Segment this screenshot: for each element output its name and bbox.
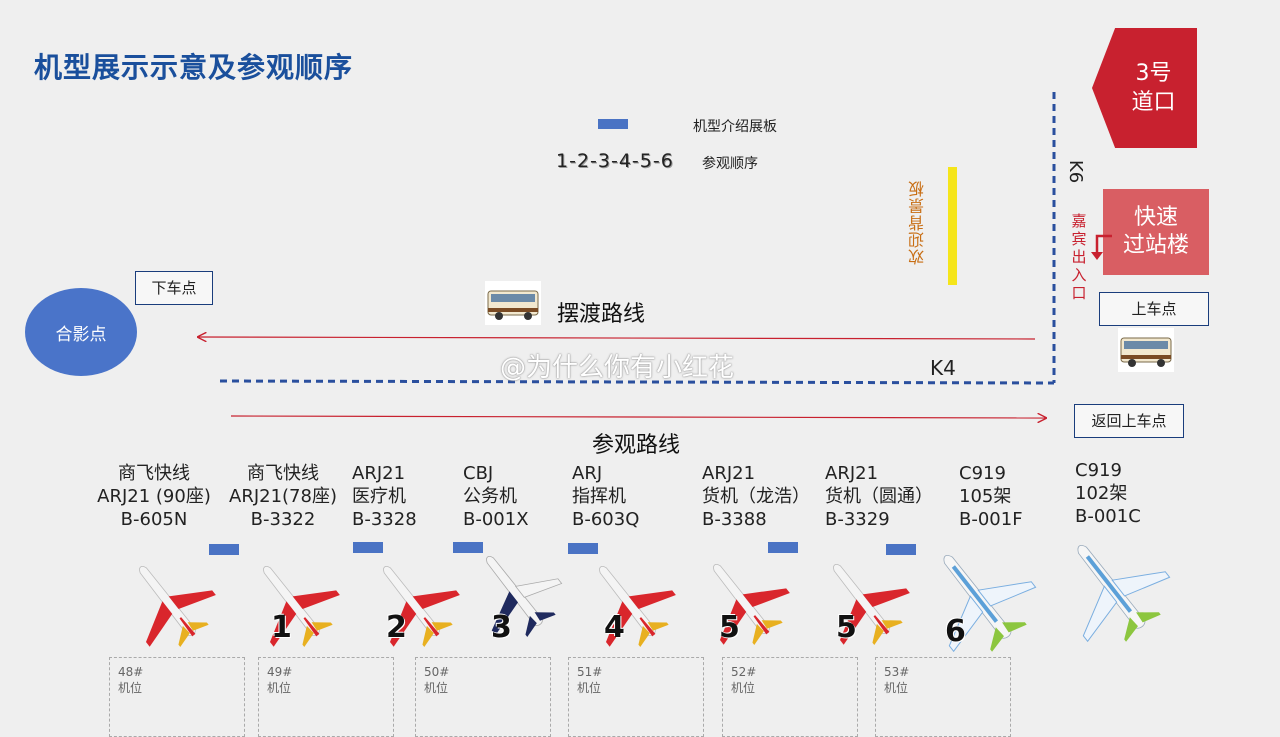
stand-label: 机位 (267, 681, 292, 695)
shuttle-route-arrow (198, 337, 1036, 339)
intro-board (768, 542, 798, 553)
aircraft-label-001x: CBJ 公务机 B-001X (438, 462, 554, 531)
vip-exit-label: 嘉宾出入口 (1071, 212, 1087, 302)
aircraft-line3: B-605N (120, 509, 188, 530)
dropoff-point: 下车点 (135, 271, 213, 305)
intro-board (453, 542, 483, 553)
legend-sequence-label: 参观顺序 (702, 156, 758, 172)
watermark: @为什么你有小红花 (500, 353, 735, 383)
aircraft-line3: B-001X (463, 509, 529, 530)
sequence-number: 2 (386, 610, 407, 645)
road-k4-label: K4 (930, 356, 956, 380)
welcome-board-label: 欢迎背景板 (908, 180, 927, 265)
sequence-number: 6 (945, 614, 966, 649)
visit-route-arrow (230, 416, 1046, 418)
legend-board-swatch (598, 119, 628, 129)
terminal-line1: 快速 (1133, 205, 1178, 230)
aircraft-line1: C919 (959, 463, 1006, 484)
aircraft-line2: ARJ21(78座) (229, 486, 337, 507)
aircraft-line1: ARJ21 (825, 463, 879, 484)
aircraft-line3: B-3322 (250, 509, 316, 530)
stand-number: 49# (267, 665, 293, 679)
aircraft-label-605n: 商飞快线 ARJ21 (90座) B-605N (96, 462, 212, 531)
aircraft-line3: B-3388 (702, 509, 767, 530)
aircraft-line2: 货机（圆通） (825, 486, 933, 507)
pickup-bus-icon (1118, 328, 1174, 372)
aircraft-line3: B-001F (959, 509, 1023, 530)
sequence-number: 4 (604, 610, 625, 645)
intro-board (353, 542, 383, 553)
aircraft-line1: ARJ21 (352, 463, 406, 484)
vip-exit-arrow (1095, 234, 1112, 256)
aircraft-label-3328: ARJ21 医疗机 B-3328 (327, 462, 443, 531)
aircraft-line2: 102架 (1075, 483, 1128, 504)
stand-48: 48# 机位 (109, 657, 245, 737)
sequence-number: 1 (271, 610, 292, 645)
aircraft-line1: 商飞快线 (247, 463, 319, 484)
aircraft-line3: B-001C (1075, 506, 1141, 527)
sequence-number: 5 (836, 610, 857, 645)
gate-line1: 3号 (1135, 61, 1172, 86)
road-k6-label: K6 (1065, 160, 1086, 184)
aircraft-label-001c: C919 102架 B-001C (1050, 459, 1166, 528)
intro-board (568, 543, 598, 554)
aircraft-line3: B-3328 (352, 509, 417, 530)
stand-number: 48# (118, 665, 144, 679)
aircraft-line1: ARJ (572, 463, 603, 484)
intro-board (886, 544, 916, 555)
aircraft-line1: CBJ (463, 463, 494, 484)
aircraft-line1: 商飞快线 (118, 463, 190, 484)
shuttle-route-label: 摆渡路线 (557, 302, 646, 327)
stand-number: 51# (577, 665, 603, 679)
legend-sequence-example: 1-2-3-4-5-6 (556, 150, 674, 172)
photo-spot: 合影点 (25, 288, 137, 376)
terminal-line2: 过站楼 (1122, 233, 1189, 258)
shuttle-bus-icon (485, 281, 541, 325)
legend-board-label: 机型介绍展板 (693, 119, 777, 135)
aircraft-label-001f: C919 105架 B-001F (934, 462, 1050, 531)
aircraft-label-3329: ARJ21 货机（圆通） B-3329 (800, 462, 940, 531)
aircraft-label-603q: ARJ 指挥机 B-603Q (547, 462, 663, 531)
stand-53: 53# 机位 (875, 657, 1011, 737)
intro-board (209, 544, 239, 555)
aircraft-line2: 公务机 (463, 486, 517, 507)
return-pickup-point: 返回上车点 (1074, 404, 1184, 438)
aircraft-line1: ARJ21 (702, 463, 756, 484)
page-title: 机型展示示意及参观顺序 (34, 51, 354, 84)
stand-label: 机位 (731, 681, 756, 695)
pickup-point: 上车点 (1099, 292, 1209, 326)
stand-label: 机位 (424, 681, 449, 695)
sequence-number: 3 (491, 610, 512, 645)
aircraft-line2: 指挥机 (572, 486, 626, 507)
aircraft-line2: 货机（龙浩） (702, 486, 810, 507)
stand-51: 51# 机位 (568, 657, 704, 737)
sequence-number: 5 (719, 610, 740, 645)
gate-line2: 道口 (1131, 90, 1176, 115)
aircraft-label-3322: 商飞快线 ARJ21(78座) B-3322 (225, 462, 341, 531)
stand-number: 52# (731, 665, 757, 679)
gate-3: 3号 道口 (1092, 28, 1197, 148)
stand-50: 50# 机位 (415, 657, 551, 737)
aircraft-line2: ARJ21 (90座) (97, 486, 211, 507)
stand-52: 52# 机位 (722, 657, 858, 737)
visit-route-label: 参观路线 (592, 433, 681, 458)
aircraft-label-3388: ARJ21 货机（龙浩） B-3388 (677, 462, 817, 531)
aircraft-line3: B-3329 (825, 509, 890, 530)
welcome-board-marker (948, 167, 957, 285)
stand-number: 50# (424, 665, 450, 679)
aircraft-line2: 105架 (959, 486, 1012, 507)
aircraft-line1: C919 (1075, 460, 1122, 481)
aircraft-line2: 医疗机 (352, 486, 406, 507)
stand-label: 机位 (577, 681, 602, 695)
aircraft-line3: B-603Q (572, 509, 640, 530)
stand-49: 49# 机位 (258, 657, 394, 737)
stand-label: 机位 (118, 681, 143, 695)
stand-label: 机位 (884, 681, 909, 695)
quick-transit-terminal: 快速 过站楼 (1103, 189, 1209, 275)
stand-number: 53# (884, 665, 910, 679)
